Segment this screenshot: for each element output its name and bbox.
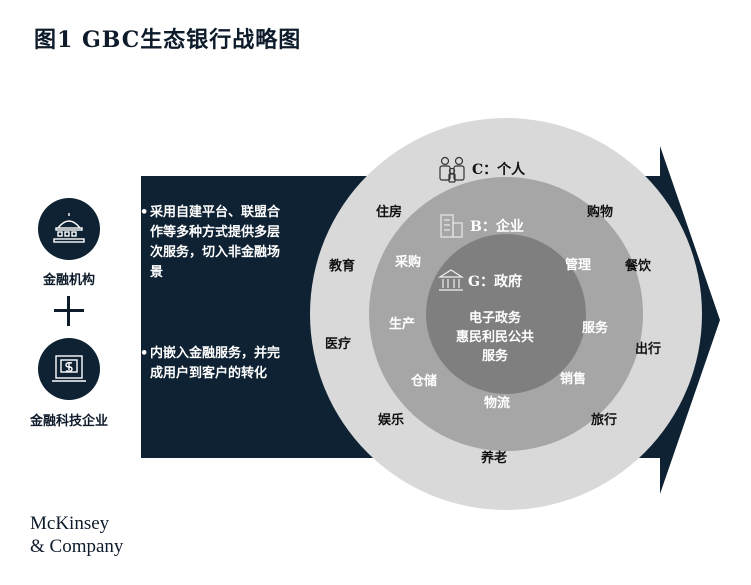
government-icon bbox=[437, 269, 465, 291]
outer-item: 住房 bbox=[376, 204, 402, 220]
middle-item: 管理 bbox=[565, 257, 591, 273]
outer-item: 购物 bbox=[587, 204, 613, 220]
mckinsey-logo: McKinsey & Company bbox=[30, 513, 124, 557]
inner-item: 惠民利民公共 bbox=[456, 329, 534, 345]
outer-item: 教育 bbox=[328, 258, 355, 274]
financial-institution-label: 金融机构 bbox=[42, 273, 95, 288]
bank-icon bbox=[38, 198, 100, 260]
ring-g-label: G：政府 bbox=[468, 273, 522, 290]
bullet-2: •内嵌入金融服务，并完成用户到客户的转化 bbox=[140, 346, 281, 381]
atm-icon bbox=[38, 338, 100, 400]
outer-item: 养老 bbox=[480, 450, 507, 466]
inner-item: 电子政务 bbox=[469, 310, 522, 326]
outer-item: 医疗 bbox=[325, 336, 351, 352]
outer-item: 餐饮 bbox=[624, 258, 652, 274]
middle-item: 采购 bbox=[394, 254, 421, 270]
inner-item: 服务 bbox=[482, 348, 509, 364]
building-icon bbox=[440, 214, 463, 238]
plus-icon bbox=[54, 296, 84, 326]
people-icon bbox=[439, 156, 465, 183]
inner-circle bbox=[426, 234, 586, 394]
page-title: 图1 GBC生态银行战略图 bbox=[34, 27, 302, 53]
middle-item: 服务 bbox=[582, 320, 609, 336]
middle-item: 物流 bbox=[484, 395, 510, 411]
middle-item: 销售 bbox=[560, 371, 586, 387]
fintech-label: 金融科技企业 bbox=[29, 414, 108, 429]
outer-item: 旅行 bbox=[591, 412, 617, 428]
bullet-1: •采用自建平台、联盟合作等多种方式提供多层次服务，切入非金融场景 bbox=[140, 205, 281, 280]
outer-item: 娱乐 bbox=[378, 412, 404, 428]
ring-c-label: C：个人 bbox=[472, 161, 526, 178]
ring-b-label: B：企业 bbox=[470, 218, 524, 235]
outer-item: 出行 bbox=[635, 341, 661, 357]
middle-item: 生产 bbox=[389, 316, 415, 332]
middle-item: 仓储 bbox=[410, 373, 437, 389]
